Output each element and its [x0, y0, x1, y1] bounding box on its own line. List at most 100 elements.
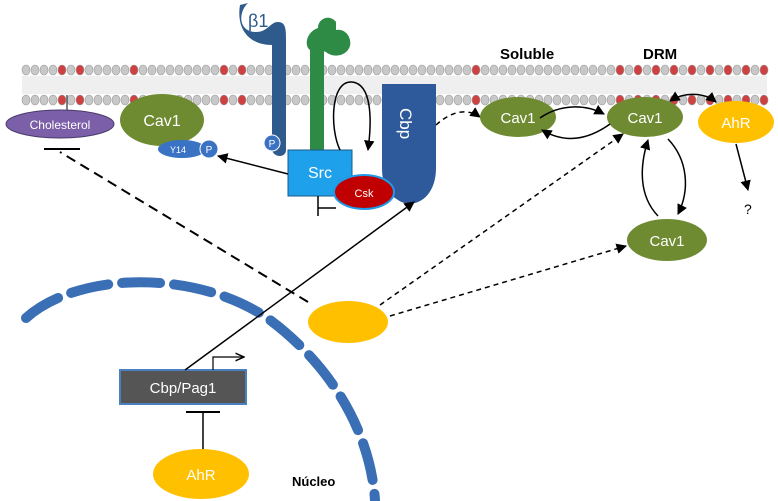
lipid-head: [246, 64, 256, 76]
lipid-head: [462, 64, 472, 76]
lipid-head: [633, 64, 643, 76]
lipid-head: [453, 94, 463, 106]
svg-text:AhR: AhR: [186, 467, 215, 484]
ahr-nuclear: AhR: [153, 449, 249, 499]
drm-to-soluble-arrow: [541, 123, 611, 140]
lipid-head: [579, 64, 589, 76]
nucleus-label: Núcleo: [292, 474, 335, 489]
lipid-head: [480, 64, 490, 76]
lipid-head: [75, 94, 85, 106]
drm-label: DRM: [643, 46, 677, 63]
lipid-head: [210, 64, 220, 76]
lipid-head: [255, 94, 265, 106]
lipid-head: [138, 64, 148, 76]
lipid-head: [552, 94, 562, 106]
cholesterol-inhibition-line: [59, 151, 309, 303]
effector-to-cytosolic-cav1-arrow: [389, 243, 628, 317]
lipid-head: [714, 64, 724, 76]
lipid-head: [345, 94, 355, 106]
lipid-head: [471, 64, 481, 76]
lipid-head: [237, 94, 247, 106]
integrin-alpha: α: [306, 17, 351, 157]
lipid-head: [57, 64, 67, 76]
cbp-protein: Cbp: [382, 84, 436, 204]
lipid-head: [120, 64, 130, 76]
lipid-head: [471, 94, 481, 106]
drm-to-cytosolic-arrow: [667, 138, 687, 215]
lipid-head: [660, 64, 670, 76]
lipid-head: [606, 94, 616, 106]
lipid-head: [21, 64, 31, 76]
lipid-head: [21, 94, 31, 106]
lipid-head: [219, 64, 229, 76]
svg-text:Cav1: Cav1: [500, 110, 535, 127]
integrin-phospho-badge: P: [263, 134, 281, 152]
transcription-start-arrow: [212, 357, 244, 370]
beta1-label: β1: [248, 11, 268, 31]
soluble-label: Soluble: [500, 46, 554, 63]
lipid-head: [84, 64, 94, 76]
lipid-head: [561, 64, 571, 76]
lipid-head: [696, 64, 706, 76]
cbp-pag1-gene: Cbp/Pag1: [119, 369, 247, 405]
lipid-head: [696, 94, 706, 106]
gene-to-cbp-arrow: [184, 201, 415, 371]
lipid-head: [489, 64, 499, 76]
svg-text:Cbp/Pag1: Cbp/Pag1: [150, 380, 217, 397]
lipid-head: [372, 94, 382, 106]
lipid-head: [192, 64, 202, 76]
src-csk-inhibition: [317, 196, 336, 216]
svg-text:Y14: Y14: [170, 145, 186, 155]
lipid-head: [741, 64, 751, 76]
lipid-head: [336, 94, 346, 106]
lipid-head: [687, 94, 697, 106]
lipid-head: [624, 64, 634, 76]
lipid-head: [228, 64, 238, 76]
lipid-head: [687, 64, 697, 76]
cholesterol: Cholesterol: [5, 95, 115, 139]
lipid-head: [552, 64, 562, 76]
lipid-head: [597, 94, 607, 106]
lipid-head: [291, 94, 301, 106]
lipid-head: [147, 64, 157, 76]
lipid-head: [561, 94, 571, 106]
lipid-head: [588, 94, 598, 106]
lipid-head: [39, 94, 49, 106]
lipid-head: [615, 64, 625, 76]
ahr-membrane: AhR: [698, 101, 774, 143]
cbp-to-soluble-cav1-arrow: [435, 107, 481, 126]
lipid-head: [390, 64, 400, 76]
lipid-head: [363, 64, 373, 76]
lipid-head: [264, 64, 274, 76]
ahr-unknown-arrow: [735, 143, 751, 192]
lipid-head: [507, 64, 517, 76]
cytosolic-to-drm-arrow: [640, 138, 659, 217]
svg-text:Cholesterol: Cholesterol: [30, 118, 91, 132]
svg-text:Cbp: Cbp: [396, 108, 415, 139]
lipid-head: [84, 94, 94, 106]
lipid-head: [156, 64, 166, 76]
lipid-head: [336, 64, 346, 76]
nuclear-envelope: [21, 277, 380, 501]
lipid-head: [75, 64, 85, 76]
svg-text:Cav1: Cav1: [143, 113, 180, 130]
lipid-head: [606, 64, 616, 76]
lipid-head: [237, 64, 247, 76]
lipid-head: [201, 94, 211, 106]
lipid-head: [66, 64, 76, 76]
effector-to-drm-cav1-arrow: [379, 133, 624, 306]
lipid-head: [300, 94, 310, 106]
lipid-head: [498, 64, 508, 76]
lipid-head: [93, 94, 103, 106]
lipid-head: [39, 64, 49, 76]
lipid-head: [642, 64, 652, 76]
svg-text:Src: Src: [308, 165, 332, 182]
integrin-beta1: β1: [239, 3, 286, 156]
lipid-head: [183, 64, 193, 76]
lipid-head: [399, 64, 409, 76]
lipid-head: [57, 94, 67, 106]
lipid-head: [408, 64, 418, 76]
lipid-head: [66, 94, 76, 106]
lipid-head: [723, 64, 733, 76]
